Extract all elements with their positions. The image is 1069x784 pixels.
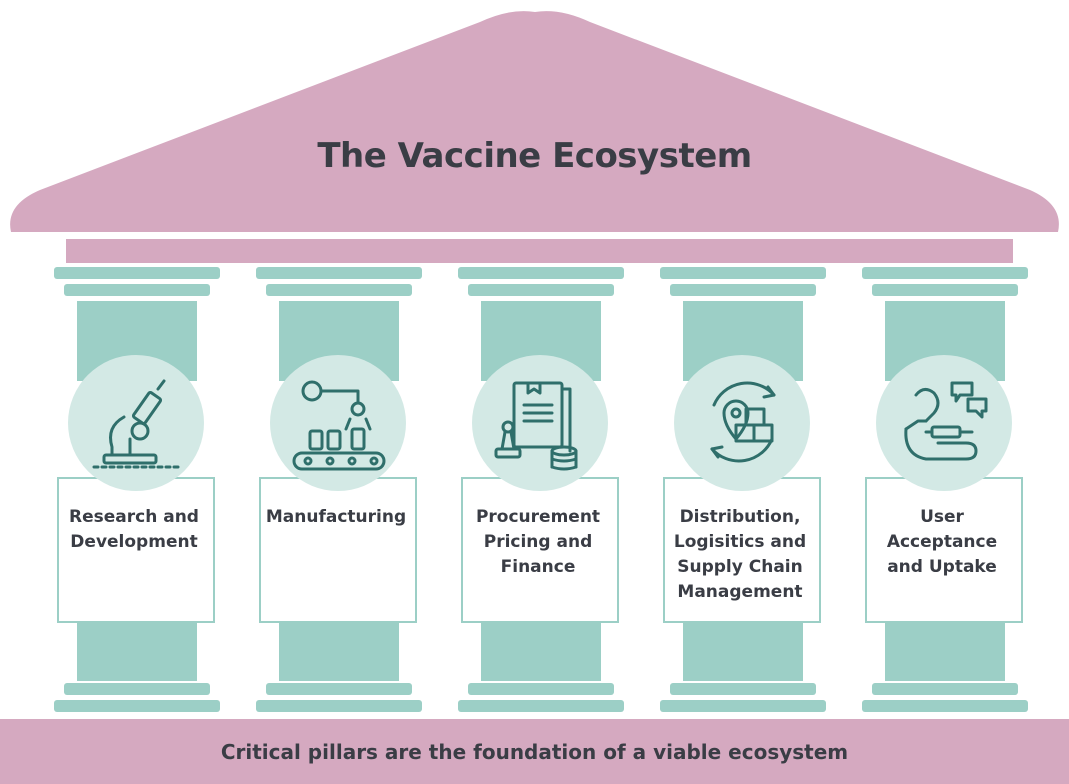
pillar-base-bottom [458,700,624,712]
pillar-shaft-lower [885,621,1005,681]
pillar-capital-bottom [266,284,412,296]
roof [10,11,1059,232]
foundation-band [0,719,1069,784]
syringe-arm-chat-icon [904,381,988,461]
label-line: Manufacturing [265,507,407,527]
pillar-manufacturing: Manufacturing [246,265,432,715]
pillar-base-bottom [660,700,826,712]
conveyor-robot-arm-icon [292,380,386,471]
label-line: Research and [69,507,199,527]
pillar-capital-top [256,267,422,279]
location-boxes-cycle-icon [710,381,776,463]
pillar-capital-bottom [468,284,614,296]
pillar-icon-circle [876,355,1012,491]
foundation-caption: Critical pillars are the foundation of a… [220,740,849,764]
pillar-base-bottom [256,700,422,712]
diagram-title: The Vaccine Ecosystem [317,136,752,176]
pillar-research-and-development: Research and Development [44,265,230,715]
document-stamp-coins-icon [494,381,578,471]
label-line: Finance [500,557,576,577]
label-line: and Uptake [887,557,997,577]
pillar-capital-top [54,267,220,279]
pillar-label-box [461,477,619,623]
pillar-capital-top [458,267,624,279]
pillar-shaft-lower [481,621,601,681]
pillar-capital-top [660,267,826,279]
pillar-icon-circle [68,355,204,491]
pillar-label: Manufacturing [261,505,411,530]
pillar-base-top [64,683,210,695]
pillar-base-top [468,683,614,695]
label-line: Supply Chain [677,557,803,577]
pillar-capital-top [862,267,1028,279]
label-line: Logisitics and [673,532,807,552]
label-line: Management [677,582,803,602]
roof-beam [66,239,1013,263]
pillar-label-box [259,477,417,623]
pillar-label-box [663,477,821,623]
pillar-base-top [670,683,816,695]
pillar-label: Research and Development [59,505,209,555]
label-line: Development [70,532,198,552]
pillar-distribution-logistics: Distribution, Logisitics and Supply Chai… [650,265,836,715]
pillar-label: Distribution, Logisitics and Supply Chai… [665,505,815,605]
pillar-shaft-lower [77,621,197,681]
pillar-icon-circle [472,355,608,491]
pillar-label: User Acceptance and Uptake [867,505,1017,580]
pillar-label: Procurement Pricing and Finance [463,505,613,580]
microscope-icon [92,379,182,469]
pillar-label-box [57,477,215,623]
pillar-capital-bottom [64,284,210,296]
pillar-shaft-lower [279,621,399,681]
pillar-icon-circle [674,355,810,491]
pillar-base-bottom [862,700,1028,712]
pillar-user-acceptance-uptake: User Acceptance and Uptake [852,265,1038,715]
pillar-capital-bottom [872,284,1018,296]
label-line: Distribution, [679,507,801,527]
pillar-shaft-lower [683,621,803,681]
pillar-label-box [865,477,1023,623]
pillar-icon-circle [270,355,406,491]
pillar-base-top [872,683,1018,695]
label-line: Procurement [475,507,601,527]
label-line: Acceptance [886,532,998,552]
pillar-procurement-pricing-finance: Procurement Pricing and Finance [448,265,634,715]
label-line: User [920,507,964,527]
pillar-capital-bottom [670,284,816,296]
label-line: Pricing and [483,532,593,552]
pillar-base-top [266,683,412,695]
pillar-base-bottom [54,700,220,712]
